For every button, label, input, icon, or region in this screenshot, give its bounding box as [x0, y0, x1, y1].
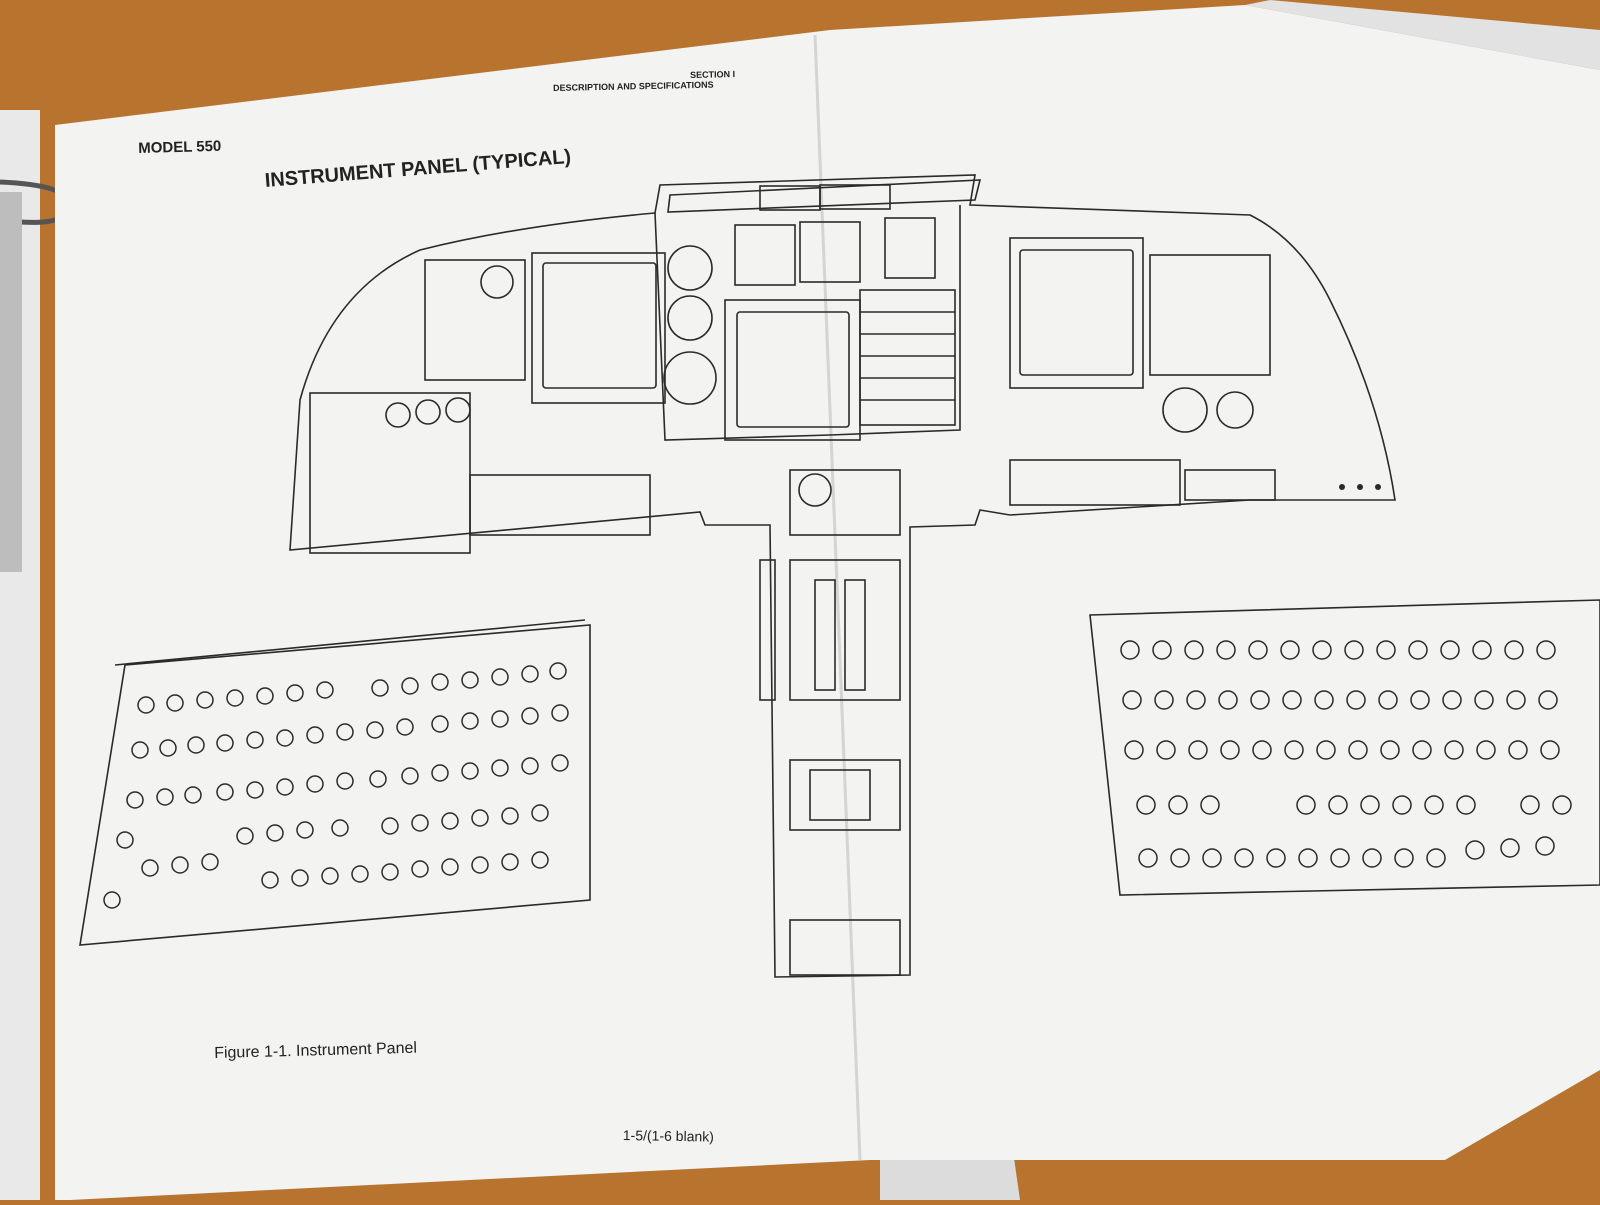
right-gauge-2	[1216, 391, 1254, 429]
throttle-quadrant	[789, 559, 901, 701]
pedestal-gauge	[798, 473, 832, 507]
right-circuit-breaker-panel	[1089, 599, 1600, 896]
model-label: MODEL 550	[138, 137, 222, 157]
right-lower-panel	[1009, 459, 1181, 506]
left-gauge-1	[385, 402, 411, 428]
left-lower-panel	[469, 474, 651, 536]
clock-gauge	[480, 265, 514, 299]
left-instrument-cluster	[424, 259, 526, 381]
standby-airspeed-gauge	[667, 245, 713, 291]
panel-outline	[289, 174, 1396, 978]
left-circuit-breaker-panel	[79, 624, 591, 946]
engine-gauges-left	[734, 224, 796, 286]
engine-gauges-right	[884, 217, 936, 279]
annunciator-grid-2	[819, 184, 891, 210]
pilot-display-screen	[542, 262, 657, 389]
throttle-lever-right	[844, 579, 866, 691]
right-gauge-1	[1162, 387, 1208, 433]
paper-sheet	[55, 5, 1600, 1200]
standby-attitude-gauge	[667, 295, 713, 341]
engine-gauges-center	[799, 221, 861, 283]
page-number: 1-5/(1-6 blank)	[622, 1127, 715, 1145]
right-lower-panel-2	[1184, 469, 1276, 501]
page-behind	[1245, 0, 1600, 70]
trim-panel	[789, 919, 901, 976]
fms-screen	[809, 769, 871, 821]
mfd-screen	[736, 311, 850, 428]
left-breaker-rows	[103, 662, 569, 909]
decorative-dots	[1339, 484, 1381, 490]
right-breaker-rows	[1120, 640, 1572, 868]
pedestal-top	[789, 469, 901, 536]
copilot-display-screen	[1019, 249, 1134, 376]
copilot-display-frame	[1009, 237, 1144, 389]
pilot-display-frame	[531, 252, 666, 404]
binder-spine	[0, 192, 22, 572]
section-heading: SECTION I	[690, 69, 736, 80]
fms-keypad	[789, 759, 901, 831]
left-gauge-2	[415, 399, 441, 425]
left-gauge-3	[445, 397, 471, 423]
radio-stack	[859, 289, 956, 426]
trim-wheel	[759, 559, 776, 701]
center-panel	[654, 205, 961, 441]
throttle-lever-left	[814, 579, 836, 691]
left-switch-panel	[309, 392, 471, 554]
instrument-panel-diagram	[79, 174, 1600, 978]
right-instrument-cluster	[1149, 254, 1271, 376]
standby-altimeter-gauge	[663, 351, 717, 405]
